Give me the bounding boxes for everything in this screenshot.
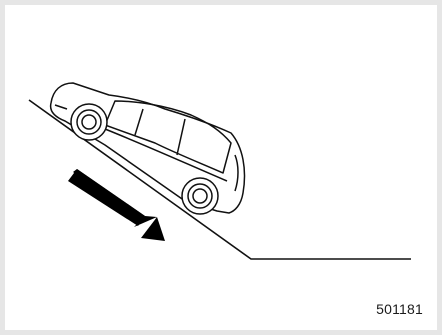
car-on-slope-illustration	[5, 5, 437, 330]
downhill-arrow-icon	[68, 169, 165, 241]
rear-wheel-icon	[182, 178, 218, 214]
figure-panel: 501181	[5, 5, 437, 330]
front-wheel-icon	[71, 104, 107, 140]
figure-code: 501181	[376, 301, 423, 317]
